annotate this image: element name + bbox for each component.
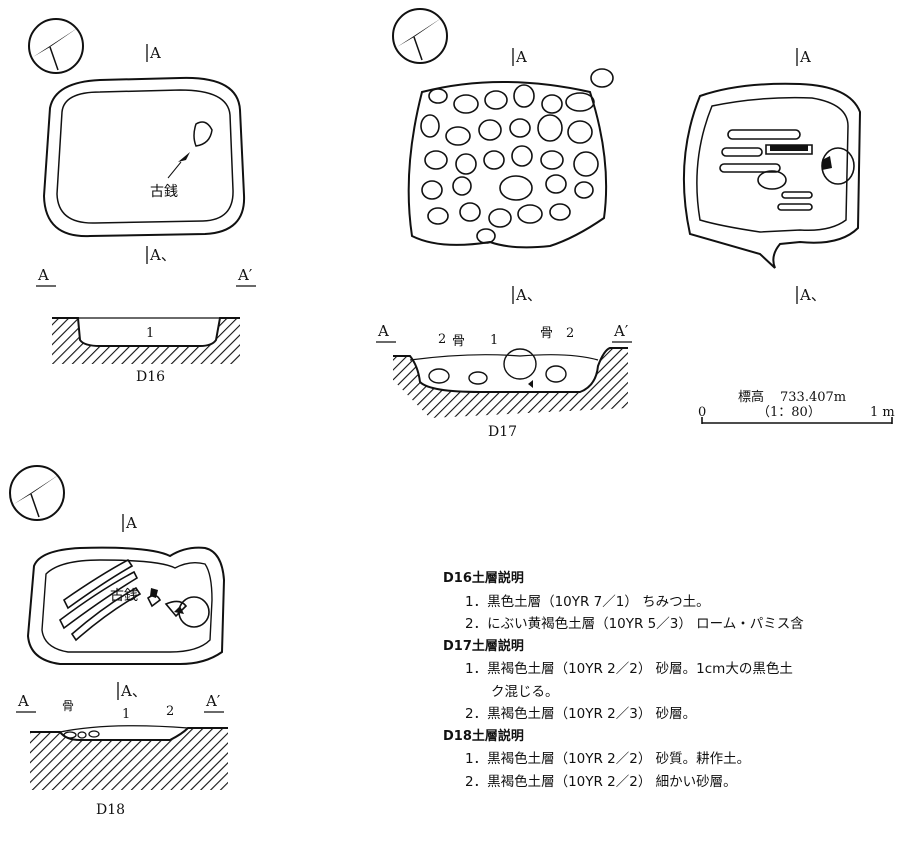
d16-layer1-label: 1 bbox=[146, 326, 154, 341]
elevation-label: 標高 bbox=[738, 389, 764, 405]
d18-section-left: A bbox=[17, 692, 29, 710]
d17-section-left: A bbox=[377, 322, 389, 340]
d17-group: A bbox=[376, 8, 632, 440]
d18-coin-label: 古銭 bbox=[110, 588, 138, 604]
d18-section-right: A′ bbox=[205, 692, 221, 710]
d17-stone-pit-plan bbox=[407, 68, 614, 249]
north-arrow-icon bbox=[392, 8, 448, 64]
d17-layer2-left: 2 bbox=[438, 332, 446, 347]
scale-bar: 標高 733.407m （1：80） 0 1 m bbox=[698, 389, 895, 424]
elevation-value: 733.407m bbox=[780, 390, 846, 405]
d17-bone-right: 骨 bbox=[540, 326, 553, 341]
d18-group: A 古銭 A、 A A′ bbox=[9, 465, 228, 818]
d17-a-marker-bottom: A、 bbox=[515, 286, 542, 304]
d16-a-marker-bottom: A、 bbox=[149, 246, 176, 264]
soil-layer-legend: D16土層説明 1．黒色土層（10YR 7／1） ちみつ土。 2．にぶい黄褐色土… bbox=[443, 568, 903, 793]
scale-zero-label: 0 bbox=[698, 405, 706, 420]
d18-legend-title: D18土層説明 bbox=[443, 728, 524, 744]
d17-layer2-right: 2 bbox=[566, 326, 574, 341]
d17-legend-item-2: 2．黒褐色土層（10YR 2／3） 砂層。 bbox=[465, 706, 697, 722]
scale-one-label: 1 m bbox=[870, 405, 895, 420]
d18-title: D18 bbox=[96, 802, 125, 818]
d18-a-marker-top: A bbox=[125, 514, 137, 532]
d16-title: D16 bbox=[136, 369, 165, 385]
d17-bone-left: 骨 bbox=[452, 334, 465, 349]
d18-a-marker-bottom: A、 bbox=[120, 682, 147, 700]
d17-legend-title: D17土層説明 bbox=[443, 638, 524, 654]
d16-a-marker-top: A bbox=[149, 44, 161, 62]
north-arrow-icon bbox=[9, 465, 65, 521]
d18-burial-plan: 古銭 bbox=[26, 546, 226, 665]
d17-a-marker-top: A bbox=[515, 48, 527, 66]
d18-legend-item-2: 2．黒褐色土層（10YR 2／2） 細かい砂層。 bbox=[465, 773, 737, 790]
scale-ratio: （1：80） bbox=[757, 405, 821, 420]
d18-legend-item-1: 1．黒褐色土層（10YR 2／2） 砂質。耕作土。 bbox=[465, 751, 751, 767]
d16-legend-item-1: 1．黒色土層（10YR 7／1） ちみつ土。 bbox=[465, 593, 710, 610]
d18-section: 骨 1 2 bbox=[30, 699, 228, 790]
d16-section-right: A′ bbox=[237, 266, 253, 284]
d16-coin-label: 古銭 bbox=[150, 184, 178, 200]
north-arrow-icon bbox=[28, 18, 84, 74]
d17-title: D17 bbox=[488, 424, 517, 440]
d17-section: 2 骨 1 骨 2 bbox=[393, 326, 628, 418]
d17-legend-item-1: 1．黒褐色土層（10YR 2／2） 砂層。1cm大の黒色土 bbox=[465, 661, 793, 677]
d16-section-left: A bbox=[37, 266, 49, 284]
d17-right-group: A A、 bbox=[682, 48, 862, 304]
d16-legend-item-2: 2．にぶい黄褐色土層（10YR 5／3） ローム・パミス含 bbox=[465, 616, 804, 632]
d16-legend-title: D16土層説明 bbox=[443, 571, 524, 586]
d17-layer1-label: 1 bbox=[490, 333, 498, 348]
d17-section-right: A′ bbox=[613, 322, 629, 340]
d17r-a-marker-top: A bbox=[799, 48, 811, 66]
d17r-a-marker-bottom: A、 bbox=[799, 286, 826, 304]
d17-legend-item-1-cont: ク混じる。 bbox=[491, 683, 559, 700]
d18-layer1-label: 1 bbox=[122, 707, 130, 722]
d16-group: A 古銭 A、 A A′ 1 D16 bbox=[28, 18, 256, 385]
burial-pit-plan bbox=[682, 82, 862, 269]
d18-bone-label: 骨 bbox=[62, 699, 74, 713]
d16-pit-plan: 古銭 bbox=[42, 76, 246, 238]
d18-layer2-label: 2 bbox=[166, 704, 174, 719]
d16-section: 1 bbox=[52, 317, 240, 364]
